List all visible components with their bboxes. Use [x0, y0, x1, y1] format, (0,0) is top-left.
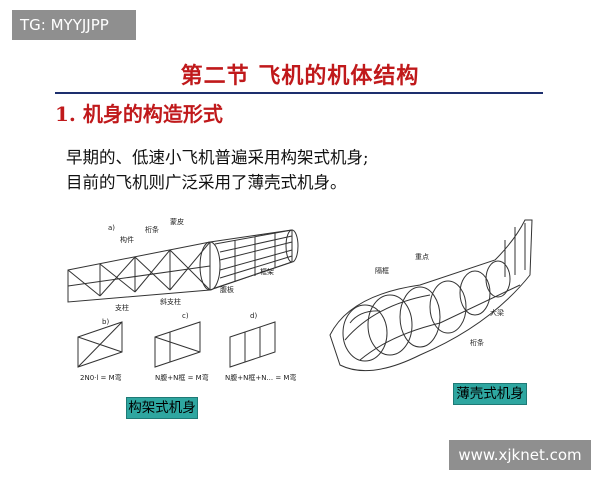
body-line-1: 早期的、低速小飞机普遍采用构架式机身;: [66, 148, 369, 167]
monocoque-caption: 薄壳式机身: [453, 383, 527, 405]
label-eq1: 2N0·l = M弯: [80, 373, 122, 382]
label-eq3: N腹+N框+N... = M弯: [225, 373, 296, 382]
truss-diagram: a) 构件 桁条 蒙皮 框架 腹板 斜支柱 支柱 b) c) d) 2N0·l …: [67, 217, 299, 382]
monocoque-fuselage-figure: 隔框 重点 大梁 桁条: [320, 215, 545, 385]
label-d: d): [250, 312, 257, 320]
page-title: 第二节 飞机的机体结构: [180, 63, 420, 89]
label-spar: 大梁: [490, 308, 504, 317]
source-tag: TG: MYYJJPP: [12, 10, 136, 40]
label-eq2: N腹+N框 = M弯: [155, 373, 209, 382]
label-diag: 斜支柱: [160, 297, 181, 306]
label-b: b): [102, 318, 109, 326]
monocoque-diagram: 隔框 重点 大梁 桁条: [329, 219, 533, 372]
truss-fuselage-figure: a) 构件 桁条 蒙皮 框架 腹板 斜支柱 支柱 b) c) d) 2N0·l …: [60, 212, 310, 412]
title-underline: [55, 92, 543, 94]
label-post: 支柱: [115, 303, 129, 312]
fuselage-outline: [329, 219, 533, 372]
section-heading: 1. 机身的构造形式: [55, 102, 223, 126]
body-paragraph: 早期的、低速小飞机普遍采用构架式机身; 目前的飞机则广泛采用了薄壳式机身。: [66, 145, 369, 195]
label-point: 重点: [415, 253, 429, 261]
label-beam: 桁条: [145, 225, 159, 234]
label-web: 腹板: [220, 285, 234, 294]
label-ring: 隔框: [375, 266, 389, 275]
label-truss-top: 构件: [120, 235, 134, 244]
label-c: c): [182, 312, 189, 320]
watermark: www.xjknet.com: [449, 440, 591, 470]
label-frame: 框架: [260, 267, 274, 276]
label-skin: 蒙皮: [170, 217, 184, 226]
body-line-2: 目前的飞机则广泛采用了薄壳式机身。: [66, 173, 347, 192]
truss-caption: 构架式机身: [126, 397, 198, 419]
label-a: a): [108, 224, 115, 232]
label-stringer: 桁条: [470, 338, 484, 347]
